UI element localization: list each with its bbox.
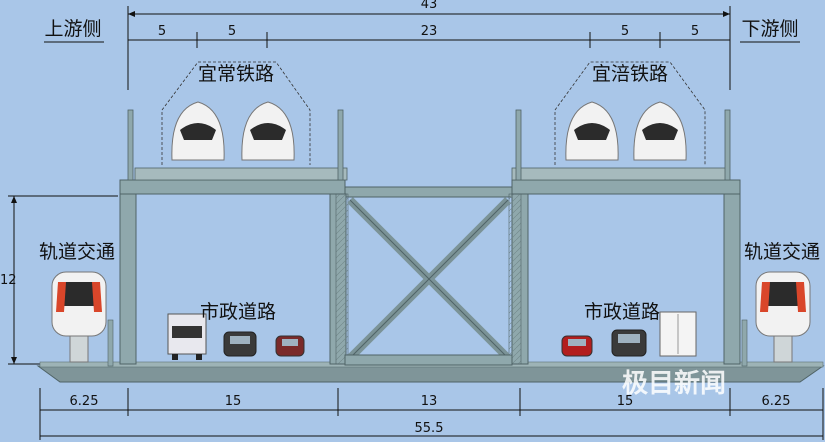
label-railway-right: 宜涪铁路 bbox=[592, 63, 668, 85]
watermark: 极目新闻 bbox=[622, 368, 726, 399]
suv-icon bbox=[611, 329, 647, 357]
label-railway-left: 宜常铁路 bbox=[198, 63, 274, 85]
label-transit-right: 轨道交通 bbox=[744, 241, 820, 263]
van-icon bbox=[659, 311, 697, 357]
label-road-right: 市政道路 bbox=[584, 301, 660, 323]
high-speed-train-icon bbox=[171, 101, 687, 161]
truck-icon bbox=[167, 313, 207, 360]
height-dimension bbox=[8, 195, 118, 365]
truss-structure bbox=[107, 109, 748, 367]
rail-clearance-left bbox=[161, 61, 311, 165]
metro-train-icon bbox=[51, 271, 811, 363]
label-transit-left: 轨道交通 bbox=[39, 241, 115, 263]
car-icon bbox=[223, 331, 593, 357]
dim-bottom-seg-4: 15 bbox=[617, 394, 634, 409]
dim-top-seg-4: 5 bbox=[621, 24, 629, 39]
dim-top-total: 43 bbox=[421, 0, 438, 12]
dim-top-seg-1: 5 bbox=[158, 24, 166, 39]
label-upstream: 上游侧 bbox=[44, 18, 101, 40]
dim-bottom-seg-3: 13 bbox=[421, 394, 438, 409]
label-road-left: 市政道路 bbox=[200, 301, 276, 323]
label-downstream: 下游侧 bbox=[741, 18, 798, 40]
dim-bottom-seg-1: 6.25 bbox=[70, 394, 99, 409]
bottom-dimension-lines bbox=[39, 388, 824, 440]
top-dimension-lines bbox=[127, 6, 731, 90]
dim-bottom-seg-5: 6.25 bbox=[762, 394, 791, 409]
dim-height: 12 bbox=[0, 273, 17, 288]
dim-top-seg-5: 5 bbox=[691, 24, 699, 39]
dim-top-seg-2: 5 bbox=[228, 24, 236, 39]
rail-clearance-right bbox=[554, 61, 706, 165]
dim-top-seg-3: 23 bbox=[421, 24, 438, 39]
dim-bottom-total: 55.5 bbox=[415, 421, 444, 436]
dim-bottom-seg-2: 15 bbox=[225, 394, 242, 409]
